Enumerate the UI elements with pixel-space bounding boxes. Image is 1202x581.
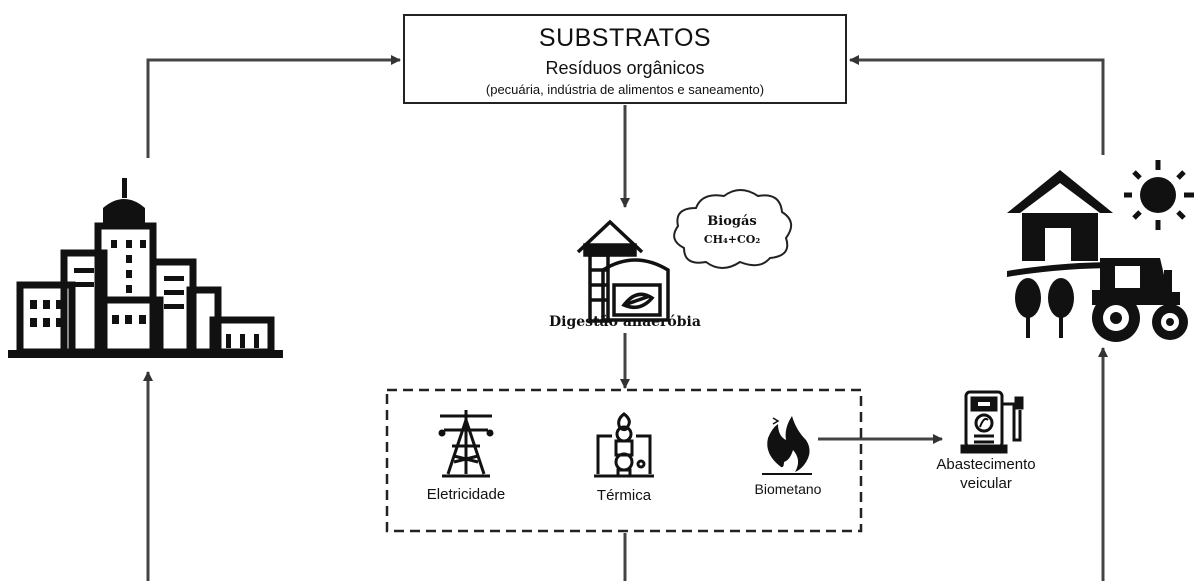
- flow-arrows: [143, 55, 1108, 581]
- flame-icon: [762, 416, 812, 475]
- substrates-subtitle: Resíduos orgânicos: [545, 58, 705, 78]
- vehicle-fueling-label-line2: veicular: [960, 475, 1012, 492]
- vehicle-fueling-label: Abastecimento: [936, 456, 1036, 473]
- thermal-label: Térmica: [596, 487, 652, 504]
- electricity-label: Eletricidade: [426, 486, 506, 503]
- substrates-title: SUBSTRATOS: [538, 24, 712, 52]
- fuel-pump-icon: [960, 390, 1024, 454]
- biodigester-icon: [576, 219, 670, 323]
- anaerobic-digestion-label: Digestão anaeróbia: [549, 314, 701, 330]
- substrates-detail: (pecuária, indústria de alimentos e sane…: [485, 82, 765, 97]
- arrow-farm-to-substrates: [849, 55, 1105, 155]
- city-icon: [8, 178, 283, 358]
- biomethane-label: Biometano: [754, 481, 822, 497]
- power-tower-icon: [438, 410, 494, 478]
- biogas-cloud-shape: [673, 189, 793, 269]
- boiler-icon: [594, 412, 654, 478]
- biogas-formula: CH₄+CO₂: [703, 233, 761, 246]
- arrow-city-to-substrates: [146, 55, 401, 158]
- products-group-box: [385, 388, 863, 533]
- biogas-label: Biogás: [707, 214, 757, 229]
- substrates-box: SUBSTRATOS Resíduos orgânicos (pecuária,…: [403, 14, 847, 104]
- farm-icon: [1007, 160, 1194, 342]
